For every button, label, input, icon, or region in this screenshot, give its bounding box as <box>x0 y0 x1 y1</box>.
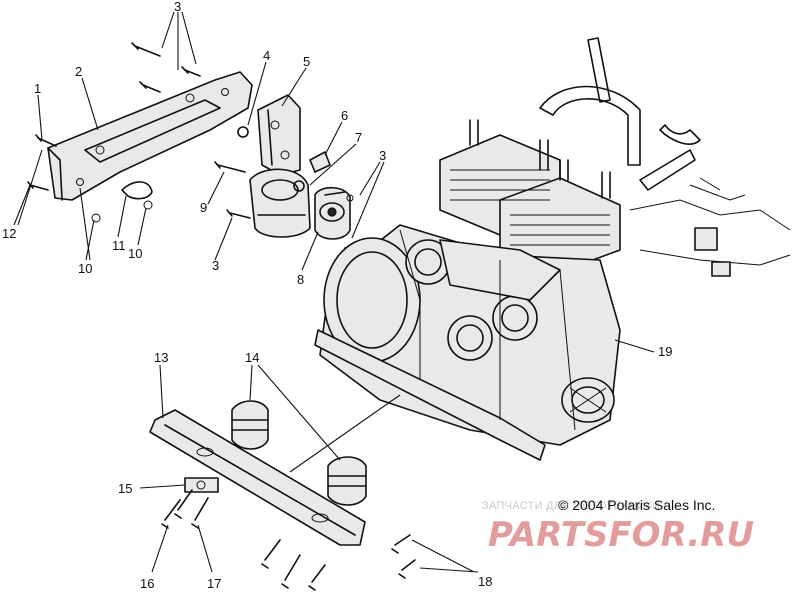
watermark-logo: PARTSFOR.RU <box>488 515 754 555</box>
callout-4: 4 <box>263 48 270 63</box>
callout-7: 7 <box>355 130 362 145</box>
bolts-top <box>27 42 201 223</box>
callout-18: 18 <box>478 574 492 589</box>
copyright-notice: © 2004 Polaris Sales Inc. <box>558 497 715 513</box>
callout-1: 1 <box>34 81 41 96</box>
lower-mount-rail <box>149 409 366 546</box>
callout-labels: 3 1 2 4 5 6 7 3 9 8 3 12 10 11 10 13 14 … <box>2 0 672 591</box>
callout-2: 2 <box>75 64 82 79</box>
rubber-isolators <box>231 400 367 506</box>
callout-16: 16 <box>140 576 154 591</box>
rubber-mount <box>214 161 311 238</box>
callout-12: 12 <box>2 226 16 241</box>
washer-plate <box>184 477 219 493</box>
spacer-and-mount <box>293 151 356 253</box>
callout-19: 19 <box>658 344 672 359</box>
callout-14: 14 <box>245 350 259 365</box>
callout-9: 9 <box>200 200 207 215</box>
callout-3-right: 3 <box>379 148 386 163</box>
mount-plate <box>237 94 301 176</box>
callout-17: 17 <box>207 576 221 591</box>
callout-5: 5 <box>303 54 310 69</box>
engine-mount-bracket <box>47 71 253 201</box>
callout-6: 6 <box>341 108 348 123</box>
callout-13: 13 <box>154 350 168 365</box>
callout-8: 8 <box>297 272 304 287</box>
callout-10-right: 10 <box>128 246 142 261</box>
callout-11: 11 <box>112 238 126 253</box>
callout-3-lower: 3 <box>212 258 219 273</box>
callout-3-top: 3 <box>174 0 181 14</box>
engine-assembly <box>314 37 791 461</box>
leader-lines <box>13 11 655 573</box>
callout-15: 15 <box>118 481 132 496</box>
bolts-bottom <box>161 489 416 591</box>
watermark-subtitle: ЗАПЧАСТИ ДЛЯ МОТОТЕХНИКИ <box>482 500 660 512</box>
callout-10-left: 10 <box>78 261 92 276</box>
